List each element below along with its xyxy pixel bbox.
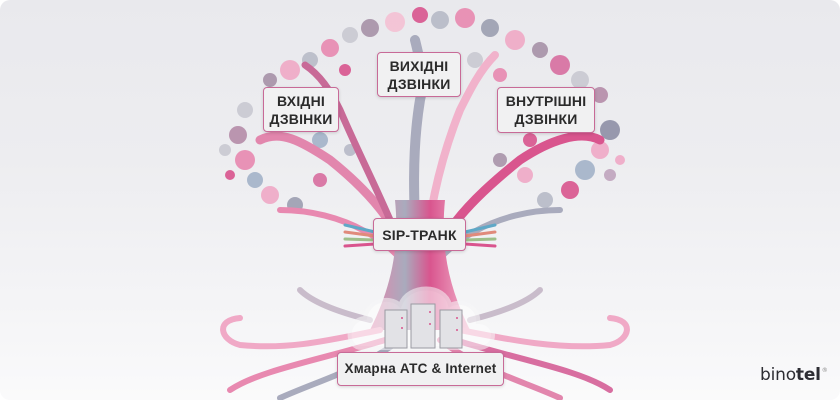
internal-line1: ВНУТРІШНІ <box>505 93 587 109</box>
sip-trunk-label: SIP-ТРАНК <box>373 218 466 251</box>
incoming-line1: ВХІДНІ <box>277 92 325 109</box>
internal-line2: ДЗВІНКИ <box>514 111 578 127</box>
cloud-server-icon <box>347 286 495 350</box>
outgoing-line2: ДЗВІНКИ <box>387 75 451 92</box>
registered-mark: ® <box>821 367 828 374</box>
cloud-pbx-text: Хмарна АТС & Internet <box>344 361 497 376</box>
incoming-line2: ДЗВІНКИ <box>269 110 333 127</box>
cloud-pbx-label: Хмарна АТС & Internet <box>337 352 504 386</box>
outgoing-calls-label: ВИХІДНІ ДЗВІНКИ <box>377 52 461 97</box>
sip-trunk-text: SIP-ТРАНК <box>382 226 457 243</box>
canopy-dots <box>219 7 625 213</box>
binotel-logo: binotel® <box>760 365 828 385</box>
incoming-calls-label: ВХІДНІ ДЗВІНКИ <box>263 87 339 132</box>
logo-regular: bino <box>760 365 796 385</box>
cable-bundle-icon <box>343 223 497 248</box>
internal-calls-label: ВНУТРІШНІ ДЗВІНКИ <box>497 87 595 133</box>
outgoing-line1: ВИХІДНІ <box>389 57 449 74</box>
logo-bold: tel <box>795 365 821 385</box>
